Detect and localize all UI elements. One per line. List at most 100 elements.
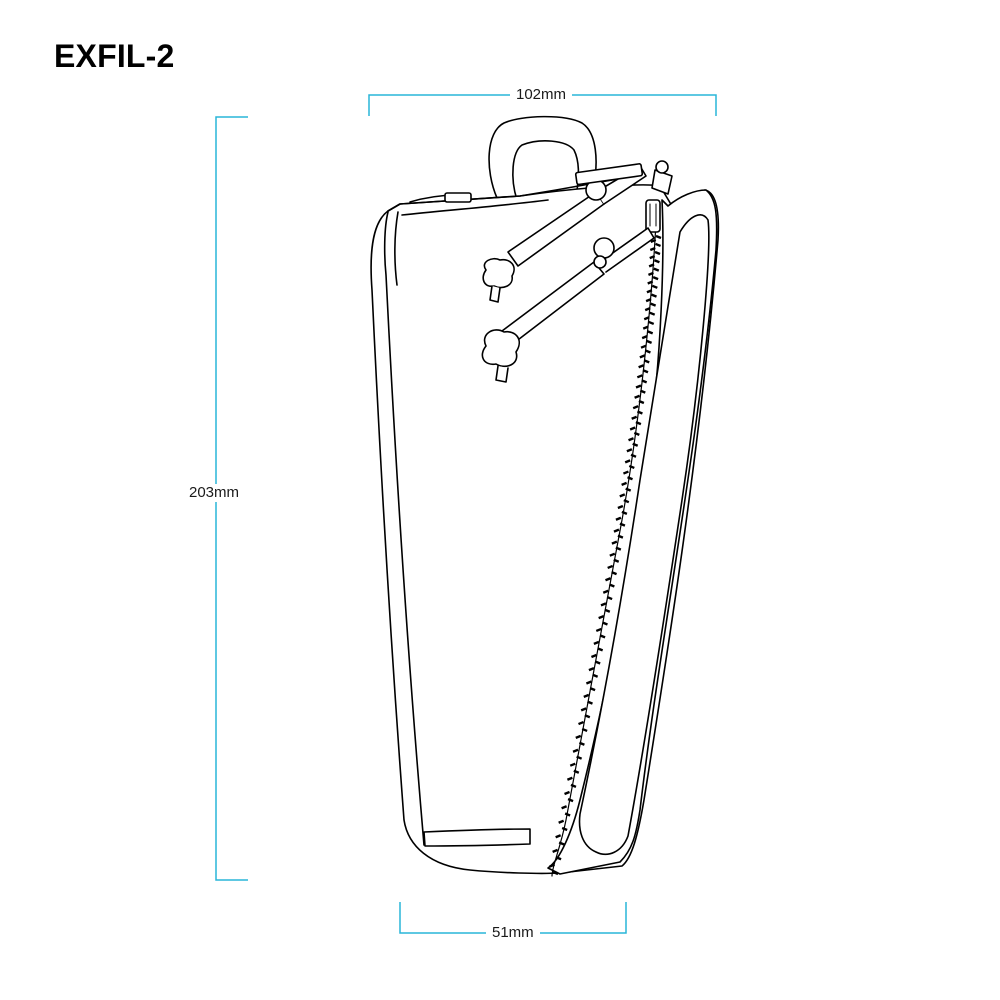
- zipper-tooth: [648, 320, 655, 326]
- zipper-tooth: [604, 608, 611, 613]
- zipper-slider: [645, 199, 661, 233]
- zipper-tooth: [549, 863, 555, 868]
- zipper-tooth: [651, 284, 658, 289]
- zipper-tooth: [578, 741, 585, 746]
- zipper-tooth: [602, 621, 608, 626]
- zipper-tooth: [561, 805, 568, 810]
- zipper-tooth: [649, 311, 656, 316]
- zipper-tooth: [636, 374, 643, 379]
- zipper-tooth: [619, 493, 626, 498]
- zipper-tooth: [572, 748, 579, 753]
- zipper-tooth: [576, 755, 583, 760]
- zipper-tooth: [558, 819, 565, 824]
- zipper-tooth: [638, 364, 645, 369]
- zipper-tooth: [647, 271, 654, 276]
- zipper-tooth: [636, 410, 643, 415]
- dimension-width-top-label: 102mm: [510, 86, 573, 104]
- zipper-tooth: [580, 707, 587, 712]
- zipper-tooth: [630, 453, 637, 458]
- zipper-tooth: [642, 325, 649, 330]
- zipper-tooth: [597, 647, 604, 652]
- zipper-tooth: [611, 570, 618, 576]
- zipper-tooth: [628, 437, 634, 442]
- zipper-tooth: [649, 254, 656, 260]
- zipper-tooth: [631, 415, 638, 420]
- zipper-tooth: [621, 510, 628, 515]
- zipper-tooth: [635, 384, 642, 389]
- zipper-tooth: [624, 459, 631, 464]
- zipper-tooth: [607, 564, 614, 570]
- zipper-tooth: [561, 826, 568, 832]
- zipper-tooth: [566, 776, 573, 781]
- zipper-tooth: [619, 522, 626, 527]
- zipper-tooth: [646, 339, 653, 344]
- zipper-tooth: [552, 870, 559, 876]
- zipper-tooth: [583, 693, 590, 698]
- lower-knot: [481, 329, 520, 368]
- dimension-width-bottom-label: 51mm: [486, 924, 540, 942]
- zipper-tooth: [646, 289, 653, 294]
- zipper-tooth: [655, 234, 662, 240]
- zipper-tooth: [578, 720, 584, 726]
- zipper-tooth: [605, 577, 611, 582]
- zipper-tooth: [654, 250, 661, 256]
- zipper-tooth: [641, 334, 648, 340]
- zipper-tooth: [595, 627, 602, 633]
- upper-knot: [482, 257, 515, 289]
- zipper-tooth: [567, 798, 574, 803]
- zipper-tooth: [608, 583, 615, 588]
- zipper-tooth: [642, 369, 649, 374]
- bottom-band: [423, 828, 531, 847]
- zipper-tooth: [617, 534, 624, 539]
- zipper-tooth: [632, 405, 639, 410]
- zipper-tooth: [606, 595, 613, 601]
- zipper-tooth: [647, 330, 654, 335]
- zipper-tooth: [640, 344, 647, 349]
- zipper-tooth: [609, 552, 616, 557]
- zipper-tooth: [638, 399, 645, 405]
- bag-outline: [370, 115, 720, 877]
- zipper-tooth: [639, 389, 646, 394]
- zipper-tooth: [653, 267, 660, 272]
- zipper-tooth: [593, 640, 600, 646]
- zipper-tooth: [598, 614, 605, 620]
- zipper-tooth: [590, 653, 597, 659]
- zipper-tooth: [652, 276, 659, 281]
- zipper-tooth: [585, 680, 592, 685]
- zipper-tooth: [569, 762, 576, 767]
- zipper-tooth: [650, 238, 657, 244]
- zipper-tooth: [645, 297, 652, 303]
- zipper-tooth: [587, 700, 593, 705]
- zipper-tooth: [555, 856, 562, 861]
- zipper-tooth: [632, 442, 639, 447]
- zipper-tooth: [622, 470, 629, 475]
- zipper-tooth: [635, 420, 642, 426]
- zipper-tooth: [602, 589, 609, 594]
- zipper-tooth: [558, 841, 565, 846]
- zipper-tooth: [613, 558, 620, 563]
- zipper-tooth: [600, 602, 607, 607]
- zipper-tooth: [653, 259, 660, 264]
- zipper-tooth: [644, 307, 651, 312]
- zipper-tooth: [555, 834, 562, 839]
- zipper-tooth: [564, 790, 570, 796]
- zipper-tooth: [615, 516, 622, 521]
- zipper-tooth: [592, 673, 599, 678]
- zipper-tooth: [573, 769, 580, 774]
- zipper-tooth: [615, 546, 622, 551]
- zipper-tooth: [643, 316, 650, 321]
- zipper-pulls: [409, 160, 673, 383]
- zipper-tooth: [648, 263, 655, 268]
- zipper-tooth: [552, 848, 559, 853]
- zipper-tooth: [613, 528, 620, 533]
- zipper-tooth: [584, 714, 591, 719]
- zipper-tooth: [647, 280, 654, 285]
- zipper-tooth: [594, 660, 601, 665]
- zipper-tooth: [575, 734, 582, 739]
- zipper-tooth: [626, 448, 633, 453]
- zipper-tooth: [625, 487, 632, 492]
- zipper-tooth: [623, 499, 630, 504]
- zipper-tooth: [649, 246, 656, 252]
- zipper-tooth: [627, 476, 633, 481]
